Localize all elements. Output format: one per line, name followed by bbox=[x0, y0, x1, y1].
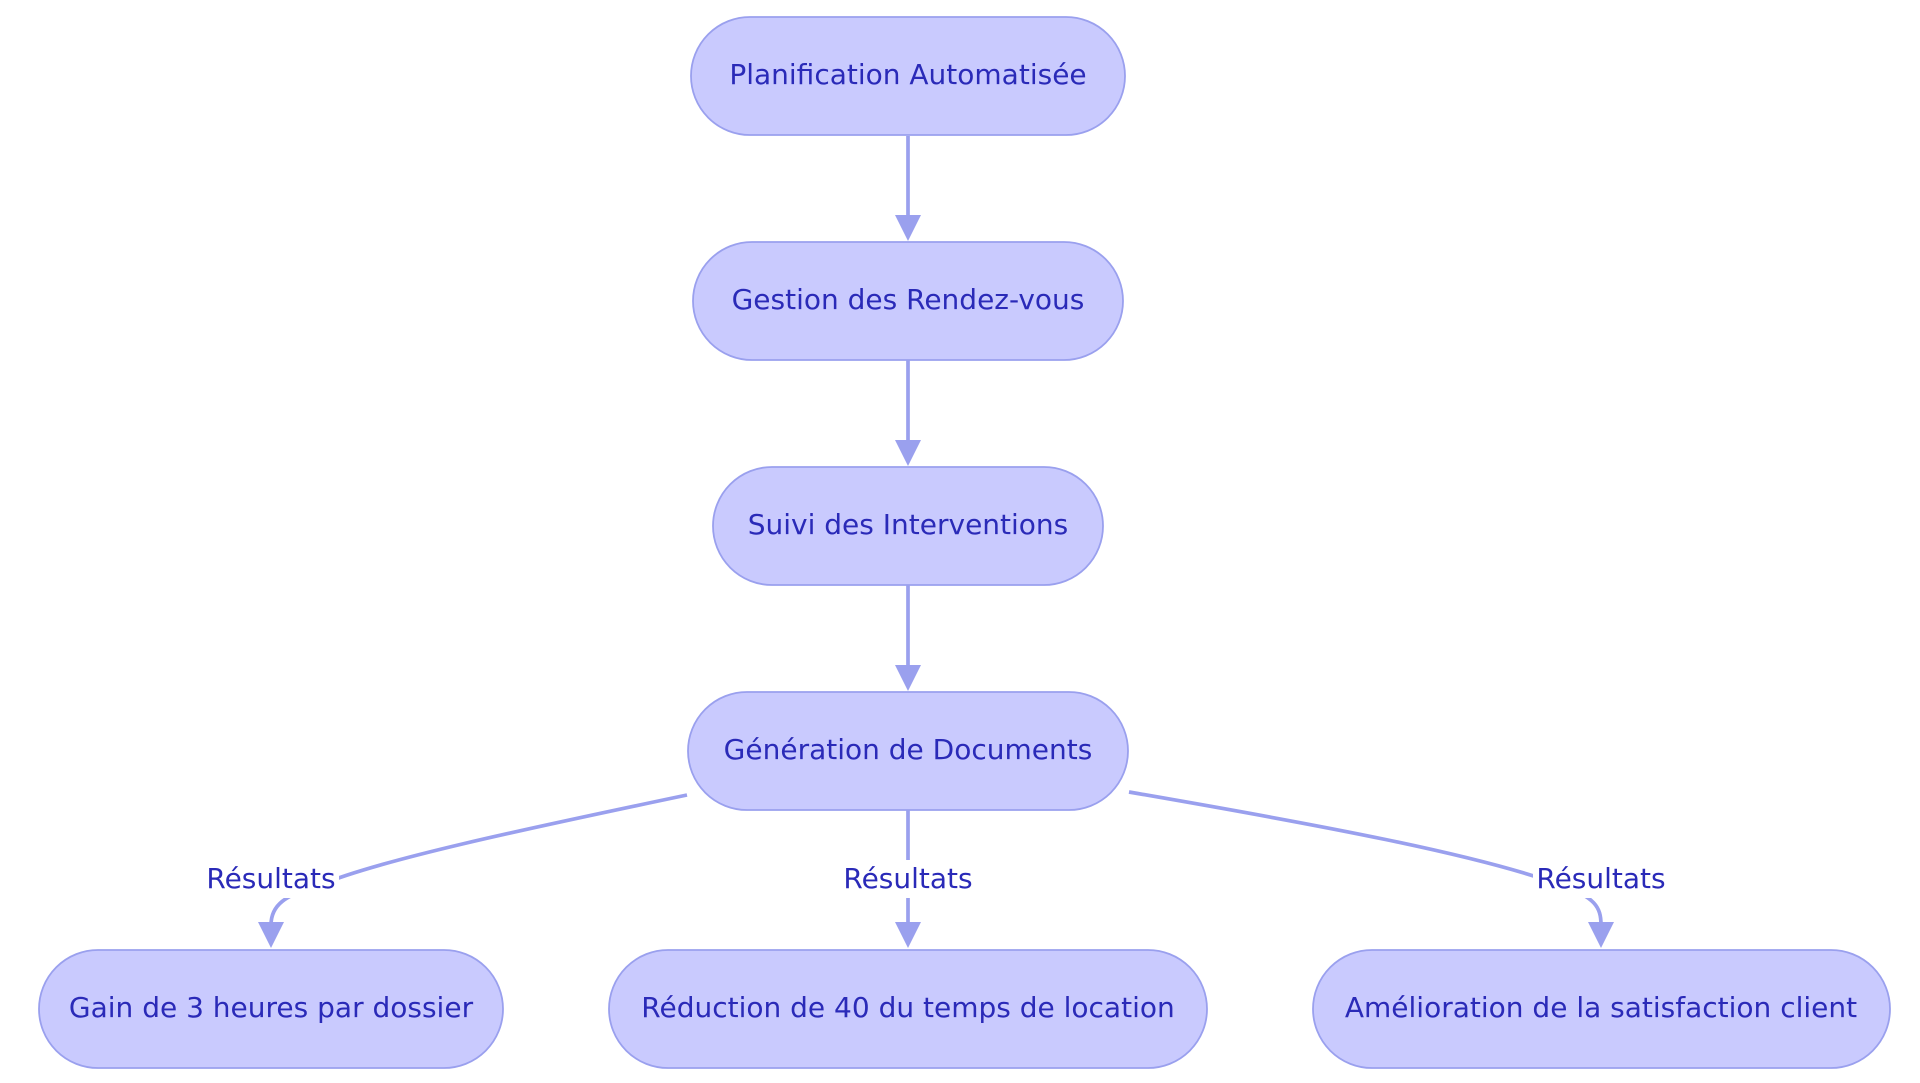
edge-generation-gain bbox=[269, 793, 688, 926]
node-gain-label: Gain de 3 heures par dossier bbox=[69, 991, 474, 1024]
node-generation-shape bbox=[687, 691, 1129, 811]
edge-label-amelioration-text: Résultats bbox=[1536, 862, 1665, 895]
node-gestion-label: Gestion des Rendez-vous bbox=[732, 283, 1085, 316]
node-planification-label: Planification Automatisée bbox=[729, 58, 1086, 91]
arrowhead-generation bbox=[895, 665, 921, 691]
node-planification-shape bbox=[690, 16, 1126, 136]
node-reduction-shape bbox=[608, 949, 1208, 1069]
edge-label-reduction: Résultats bbox=[840, 860, 976, 898]
node-gestion-shape bbox=[692, 241, 1124, 361]
arrowhead-suivi bbox=[895, 440, 921, 466]
node-reduction-label: Réduction de 40 du temps de location bbox=[641, 991, 1174, 1024]
edge-generation-amelioration bbox=[1128, 790, 1603, 926]
nodes: Planification Automatisée Gestion des Re… bbox=[38, 16, 1891, 1069]
edge-label-reduction-background bbox=[840, 860, 976, 898]
node-generation-label: Génération de Documents bbox=[724, 733, 1093, 766]
node-gestion: Gestion des Rendez-vous bbox=[692, 241, 1124, 361]
node-amelioration-label: Amélioration de la satisfaction client bbox=[1345, 991, 1857, 1024]
edges bbox=[258, 136, 1614, 948]
arrowhead-gain bbox=[258, 922, 284, 948]
node-gain: Gain de 3 heures par dossier bbox=[38, 949, 504, 1069]
edge-label-gain-text: Résultats bbox=[206, 862, 335, 895]
node-suivi-shape bbox=[712, 466, 1104, 586]
edge-label-amelioration-background bbox=[1533, 860, 1669, 898]
node-generation: Génération de Documents bbox=[687, 691, 1129, 811]
node-gain-shape bbox=[38, 949, 504, 1069]
arrowhead-gestion bbox=[895, 215, 921, 241]
node-planification: Planification Automatisée bbox=[690, 16, 1126, 136]
edge-labels: Résultats Résultats Résultats bbox=[203, 860, 1669, 898]
arrowhead-amelioration bbox=[1588, 922, 1614, 948]
arrowhead-reduction bbox=[895, 922, 921, 948]
node-amelioration-shape bbox=[1312, 949, 1891, 1069]
node-suivi-label: Suivi des Interventions bbox=[748, 508, 1069, 541]
node-reduction: Réduction de 40 du temps de location bbox=[608, 949, 1208, 1069]
edge-label-gain: Résultats bbox=[203, 860, 339, 898]
node-suivi: Suivi des Interventions bbox=[712, 466, 1104, 586]
edge-label-reduction-text: Résultats bbox=[843, 862, 972, 895]
node-amelioration: Amélioration de la satisfaction client bbox=[1312, 949, 1891, 1069]
edge-label-amelioration: Résultats bbox=[1533, 860, 1669, 898]
edge-label-gain-background bbox=[203, 860, 339, 898]
